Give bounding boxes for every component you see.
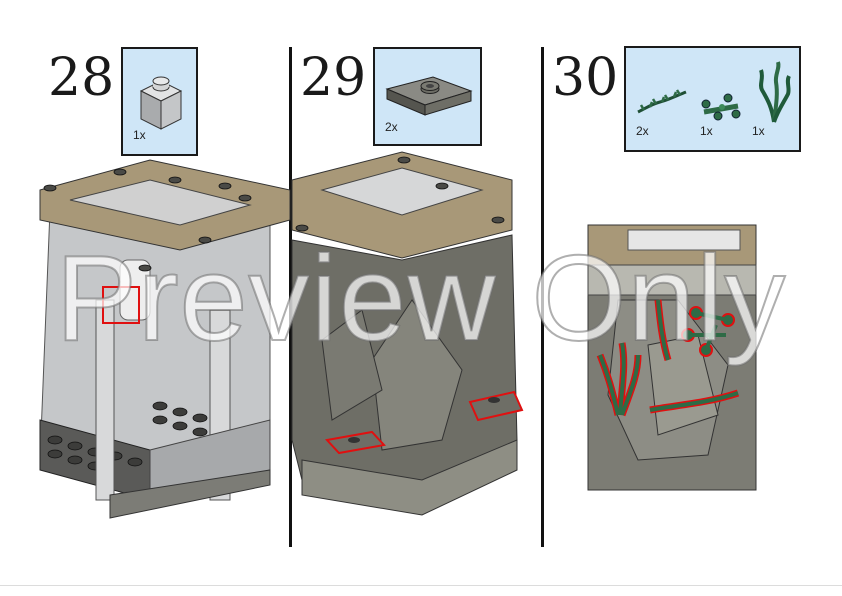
step-28-model-illustration (39, 159, 291, 519)
green-leaf-stem-plant-icon (701, 93, 741, 121)
step-29-number: 29 (300, 48, 367, 108)
part-qty: 1x (700, 124, 713, 138)
step-divider-2 (541, 47, 544, 547)
part-qty: 1x (133, 128, 146, 142)
parts-box-step-28: 1x (121, 47, 198, 156)
step-28-number: 28 (48, 48, 115, 108)
parts-box-step-29: 2x (373, 47, 482, 146)
step-29-model-illustration (291, 151, 524, 516)
parts-box-step-30: 2x 1x 1x (624, 46, 801, 152)
step-divider-1 (289, 47, 292, 547)
part-qty: 2x (636, 124, 649, 138)
green-seaweed-plant-icon (759, 61, 791, 123)
light-gray-brick-1x1-icon (139, 76, 183, 130)
dark-gray-jumper-plate-icon (385, 76, 473, 116)
part-qty: 1x (752, 124, 765, 138)
step-30-number: 30 (552, 48, 619, 108)
part-qty: 2x (385, 120, 398, 134)
page-bottom-rule (0, 585, 842, 586)
step-30-model-illustration (587, 224, 757, 491)
green-vine-plant-icon (637, 89, 687, 114)
new-part-highlight (102, 286, 140, 324)
